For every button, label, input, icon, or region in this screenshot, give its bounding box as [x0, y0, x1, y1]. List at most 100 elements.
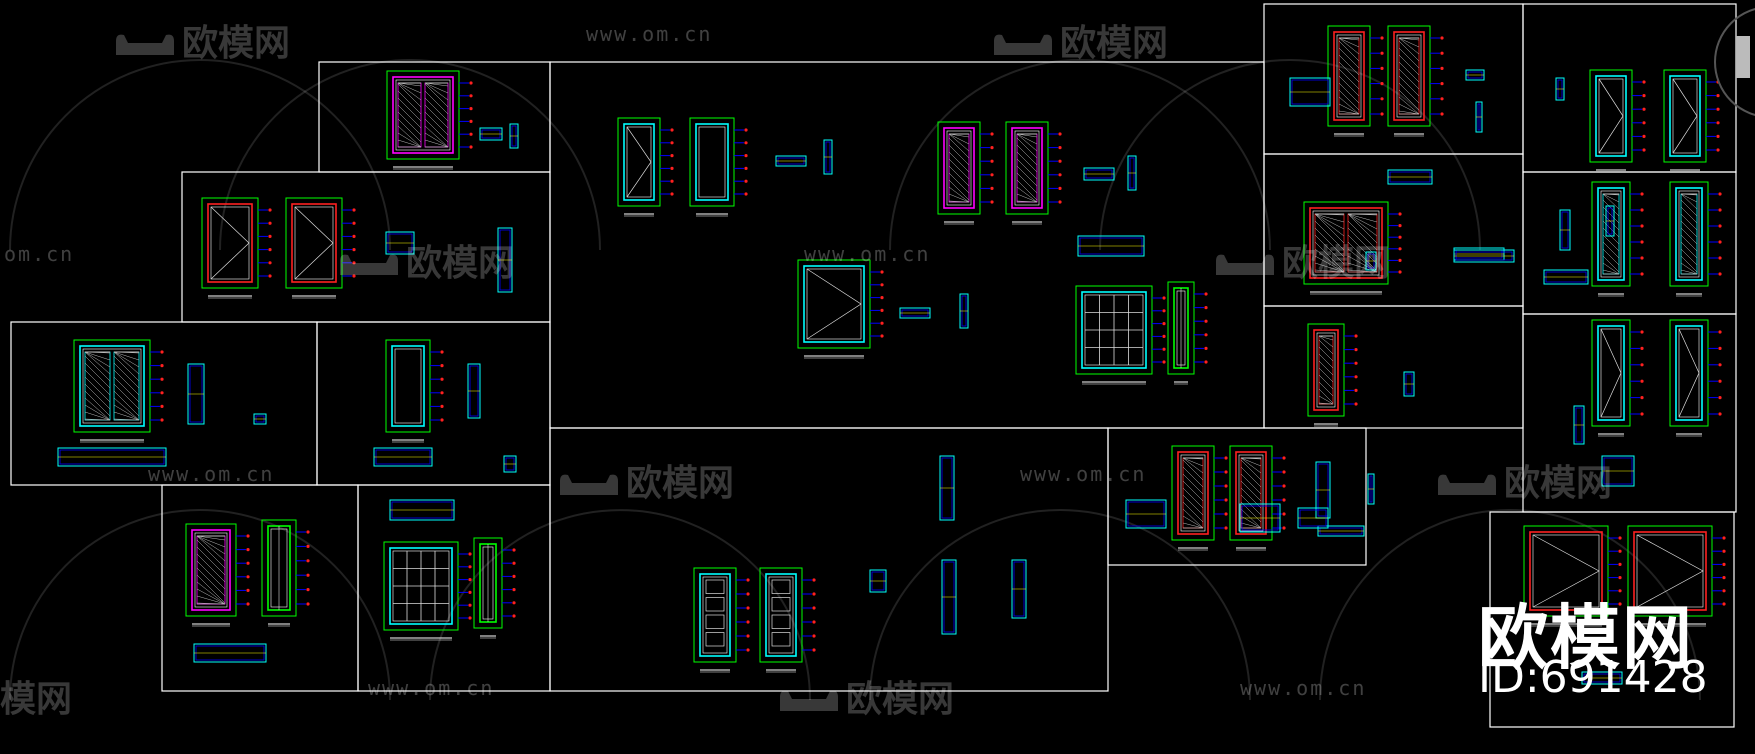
watermark-arcs	[9, 59, 1701, 701]
detail-section	[187, 363, 205, 425]
watermark-brand: 欧模网	[112, 14, 290, 66]
door-elevation	[689, 117, 748, 217]
watermark-brand: 欧模网	[990, 14, 1168, 66]
detail-section	[1127, 155, 1137, 191]
door-elevation	[617, 117, 674, 217]
door-elevation	[261, 519, 310, 627]
detail-section	[1573, 405, 1585, 445]
door-elevation	[1627, 525, 1726, 627]
watermark-url: www.om.cn	[804, 242, 931, 266]
detail-section	[509, 123, 519, 149]
detail-section	[1011, 559, 1027, 619]
door-elevation	[1669, 319, 1722, 437]
door-elevation	[201, 197, 272, 299]
watermark-url: www.om.cn	[1240, 676, 1367, 700]
detail-section	[1387, 169, 1433, 185]
detail-section	[1317, 525, 1365, 537]
door-elevation	[383, 541, 472, 641]
door-elevation	[1307, 323, 1358, 427]
detail-section	[1475, 101, 1483, 133]
door-elevation	[1167, 281, 1208, 385]
door-elevation	[1591, 181, 1644, 297]
sofa-logo-icon	[340, 254, 398, 275]
sheet-frame	[1263, 305, 1524, 429]
door-elevation	[693, 567, 750, 673]
detail-section	[503, 455, 517, 473]
door-elevation	[1171, 445, 1228, 551]
sheet-frame	[1522, 3, 1737, 173]
detail-section	[1543, 269, 1589, 285]
watermark-brand-fragment: 模网	[0, 679, 73, 720]
sofa-logo-icon	[560, 474, 618, 495]
watermark-url: www.om.cn	[148, 462, 275, 486]
sheet-frame	[1107, 427, 1367, 566]
sofa-logo-icon	[994, 34, 1052, 55]
detail-section	[1601, 455, 1635, 487]
sheet-frame	[1489, 511, 1735, 728]
detail-section	[869, 569, 887, 593]
detail-section	[1239, 503, 1281, 533]
door-elevation	[1523, 525, 1622, 627]
watermark-brand: 欧模网	[776, 670, 954, 722]
detail-section	[389, 499, 455, 521]
watermark-brand: 欧模网	[1434, 454, 1612, 506]
detail-section	[253, 413, 267, 425]
section-details	[57, 69, 1635, 685]
door-elevation	[385, 339, 444, 443]
door-elevation	[759, 567, 816, 673]
watermark-url: www.om.cn	[368, 676, 495, 700]
detail-section	[1077, 235, 1145, 257]
detail-section	[57, 447, 167, 467]
door-elevation	[1387, 25, 1444, 137]
detail-section	[939, 455, 955, 521]
detail-section	[1605, 205, 1615, 237]
detail-section	[941, 559, 957, 635]
door-elevation	[1663, 69, 1720, 173]
door-elevation	[1229, 445, 1286, 551]
watermark-url: www.om.cn	[586, 22, 713, 46]
watermark-url-fragment: om.cn	[4, 242, 75, 266]
door-elevation	[1303, 201, 1402, 295]
watermark-brand: 欧模网	[1212, 234, 1390, 286]
detail-section	[1559, 209, 1571, 251]
detail-section	[479, 127, 503, 141]
corner-logo	[1714, 8, 1755, 116]
detail-section	[1465, 69, 1485, 81]
detail-section	[1297, 507, 1329, 529]
detail-section	[1403, 371, 1415, 397]
detail-section	[1083, 167, 1115, 181]
sheet-frames	[10, 3, 1737, 728]
door-elevation	[185, 523, 250, 627]
detail-section	[1555, 77, 1565, 101]
door-elevation	[1591, 319, 1644, 437]
sofa-logo-icon	[1216, 254, 1274, 275]
watermark-url: www.om.cn	[1020, 462, 1147, 486]
detail-section	[497, 227, 513, 293]
detail-section	[1581, 671, 1623, 685]
sheet-frame	[316, 321, 551, 486]
detail-section	[959, 293, 969, 329]
detail-section	[1367, 473, 1375, 505]
door-elevation	[285, 197, 356, 299]
detail-section	[899, 307, 931, 319]
door-elevation	[797, 259, 884, 359]
door-elevation	[937, 121, 994, 225]
detail-section	[385, 231, 415, 255]
door-elevation	[473, 537, 516, 639]
detail-section	[373, 447, 433, 467]
door-elevation	[1327, 25, 1384, 137]
door-elevation	[1669, 181, 1722, 297]
detail-section	[193, 643, 267, 663]
model-id-label: ID:691428	[1478, 652, 1708, 703]
door-elevation	[1005, 121, 1062, 225]
watermark-brand: 欧模网	[556, 454, 734, 506]
door-elevations	[73, 25, 1726, 673]
detail-section	[1365, 251, 1377, 271]
watermark-brand: 欧模网	[336, 234, 514, 286]
door-elevation	[386, 70, 473, 170]
detail-section	[467, 363, 481, 419]
door-elevation	[1589, 69, 1646, 173]
sofa-logo-icon	[780, 690, 838, 711]
brand-logo-text: 欧模网	[1478, 597, 1694, 679]
